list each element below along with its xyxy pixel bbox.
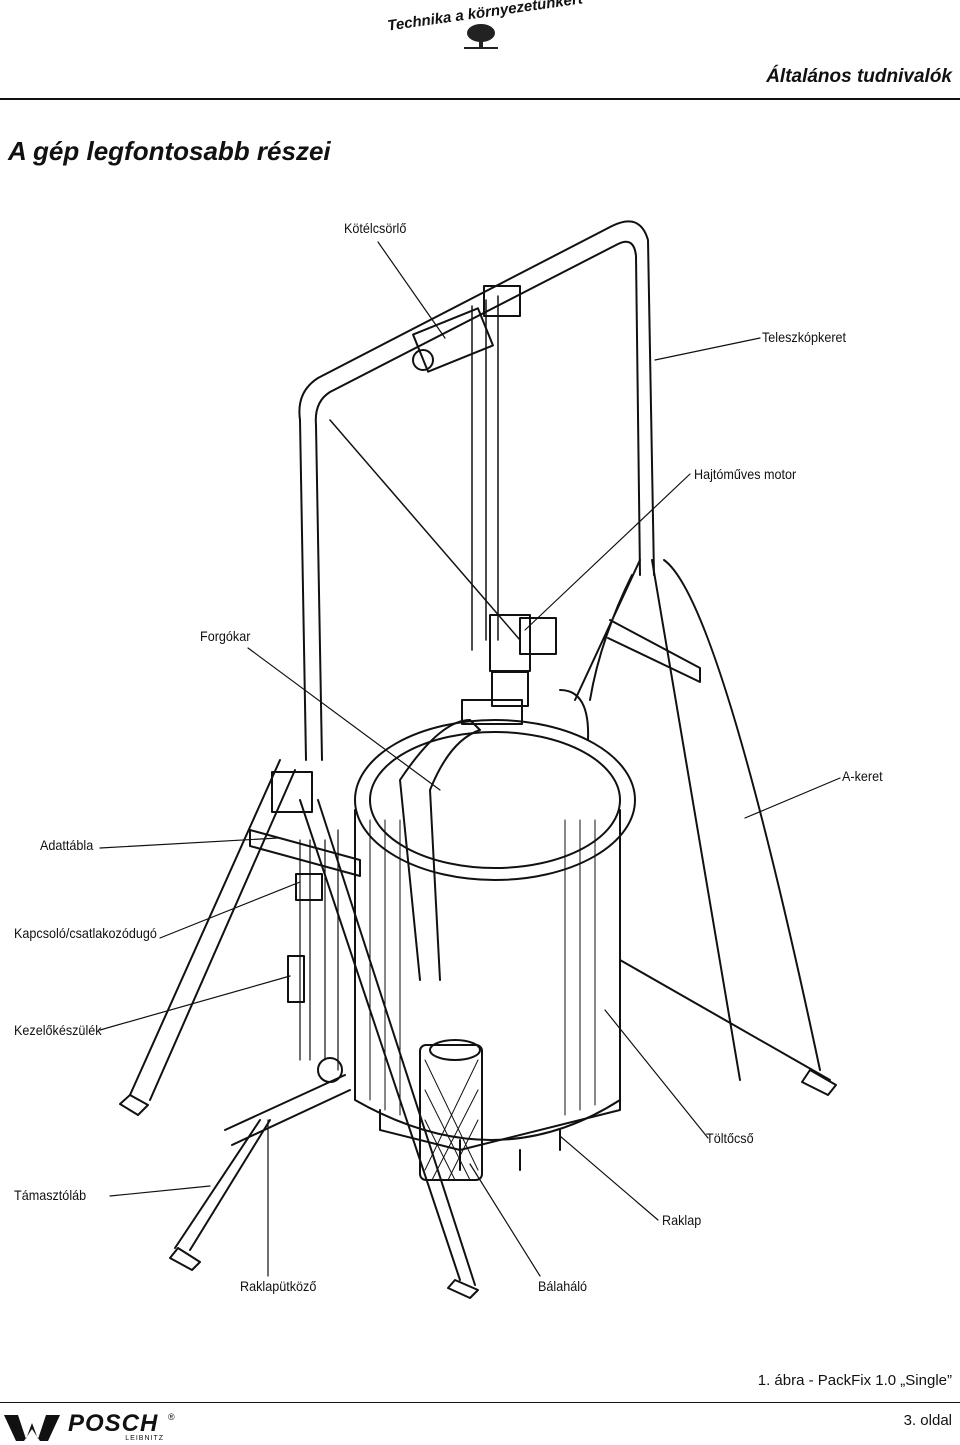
brand-name: POSCH xyxy=(68,1410,159,1437)
label-bale-net: Bálaháló xyxy=(538,1278,588,1294)
page-number: 3. oldal xyxy=(903,1412,952,1429)
label-data-plate: Adattábla xyxy=(40,837,94,853)
label-pallet-stop: Raklapütköző xyxy=(240,1278,317,1294)
registered-icon: ® xyxy=(168,1412,175,1422)
figure-caption: 1. ábra - PackFix 1.0 „Single” xyxy=(757,1372,952,1389)
label-control-unit: Kezelőkészülék xyxy=(14,1022,102,1038)
brand-logo: POSCH LEIBNITZ xyxy=(68,1410,170,1443)
label-telescopic-frame: Teleszkópkeret xyxy=(762,329,847,345)
label-support-leg: Támasztóláb xyxy=(14,1187,87,1203)
w-logo-icon xyxy=(4,1415,60,1441)
label-a-frame: A-keret xyxy=(842,768,883,784)
footer-rule xyxy=(0,1402,960,1403)
label-filling-tube: Töltőcső xyxy=(706,1130,754,1146)
tree-logo-icon xyxy=(464,24,498,49)
page-title: A gép legfontosabb részei xyxy=(8,136,331,166)
label-pallet: Raklap xyxy=(662,1212,702,1228)
section-title: Általános tudnivalók xyxy=(766,66,952,87)
label-swing-arm: Forgókar xyxy=(200,628,251,644)
header-rule xyxy=(0,98,960,100)
label-rope-winch: Kötélcsörlő xyxy=(344,220,407,236)
label-geared-motor: Hajtóműves motor xyxy=(694,466,797,482)
brand-subtitle: LEIBNITZ xyxy=(125,1435,164,1442)
label-switch-plug: Kapcsoló/csatlakozódugó xyxy=(14,925,157,941)
